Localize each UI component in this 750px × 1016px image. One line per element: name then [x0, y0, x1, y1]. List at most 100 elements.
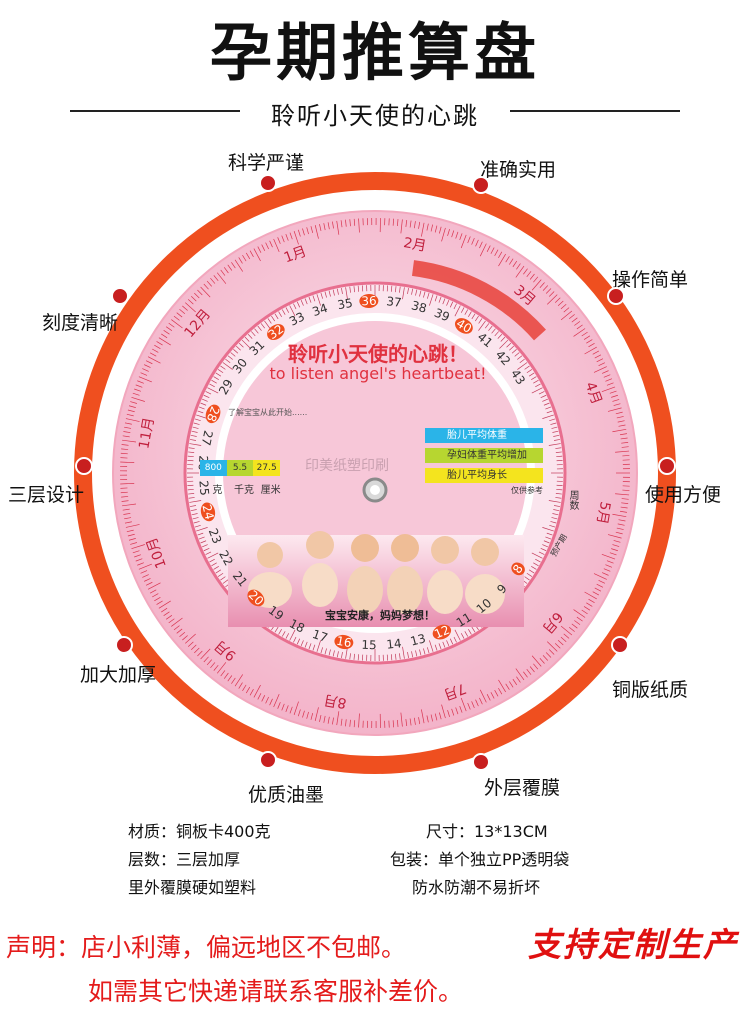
tick [205, 551, 212, 555]
tick [142, 574, 149, 578]
tick [588, 342, 595, 348]
tick [542, 285, 549, 291]
tick [190, 509, 197, 512]
unit-cm: 厘米 [260, 485, 281, 496]
tick [200, 286, 211, 298]
tick [551, 426, 558, 429]
tick [131, 397, 145, 402]
spec-material: 材质：铜板卡400克 [128, 822, 271, 841]
feature-dot [115, 636, 133, 654]
tick [289, 629, 296, 641]
tick [423, 291, 426, 298]
tick [316, 640, 321, 652]
tick [545, 652, 552, 658]
tick [568, 626, 575, 632]
tick [304, 641, 308, 648]
tick [217, 572, 224, 577]
tick [593, 366, 607, 373]
tick [316, 294, 321, 306]
feature-label: 加大加厚 [80, 664, 157, 686]
tick [271, 315, 276, 322]
tick [345, 219, 347, 227]
tick [449, 301, 454, 308]
tick [454, 629, 461, 641]
tick [439, 226, 442, 234]
tick [621, 498, 629, 500]
tick [121, 500, 129, 502]
tick [289, 305, 296, 317]
tick [225, 358, 231, 364]
custom-production-note: 支持定制生产 [528, 925, 738, 964]
tick [549, 418, 556, 421]
tick [213, 275, 219, 282]
feature-label: 准确实用 [480, 159, 557, 181]
tick [442, 298, 446, 305]
tick [615, 493, 630, 496]
tick [529, 273, 535, 280]
tick [319, 224, 322, 232]
tick [138, 563, 152, 570]
tick [453, 636, 457, 643]
tick [555, 493, 562, 495]
readout-fetal-length: 27.5 [253, 460, 281, 476]
tick [611, 394, 618, 398]
tick [535, 383, 541, 388]
tick [409, 220, 412, 228]
tick [516, 676, 521, 683]
tick [130, 542, 138, 545]
tick [285, 307, 290, 313]
readout-mother-weight: 5.5 [226, 460, 254, 476]
tick [419, 290, 422, 297]
tick [621, 446, 629, 448]
tick [285, 233, 289, 241]
tick [471, 313, 476, 320]
tick [603, 374, 611, 378]
tick [573, 328, 586, 337]
tick [140, 372, 148, 376]
tick [526, 668, 532, 675]
tick [459, 705, 463, 713]
tick [251, 331, 256, 337]
tick [257, 246, 262, 253]
tick [415, 650, 418, 657]
tick [453, 303, 457, 310]
tick [247, 333, 253, 339]
tick [556, 455, 563, 458]
tick [340, 220, 343, 228]
tick [441, 704, 446, 719]
tick [560, 304, 567, 310]
tick [336, 651, 339, 658]
tick [617, 523, 625, 526]
tick [189, 500, 202, 503]
tick [245, 252, 251, 260]
tick [618, 424, 626, 427]
tick [137, 380, 144, 384]
tick [176, 628, 183, 634]
tick [244, 336, 250, 342]
legend-item-fetal-length: 胎儿平均身长 [425, 468, 543, 483]
tick [216, 662, 227, 674]
tick [134, 388, 141, 392]
tick [546, 410, 553, 414]
tick [231, 262, 236, 269]
tick [163, 611, 170, 616]
tick [531, 552, 543, 559]
tick [149, 352, 157, 357]
tick [419, 649, 422, 656]
tick [125, 524, 140, 528]
tick [304, 298, 308, 305]
babies-figures [248, 531, 505, 614]
spec-film: 里外覆膜硬如塑料 [128, 878, 257, 897]
tick [612, 544, 620, 547]
tick [509, 345, 515, 351]
tick [220, 269, 226, 276]
tick [209, 558, 215, 563]
tick [486, 694, 491, 701]
tick [336, 288, 339, 295]
tick [123, 513, 131, 515]
tick [173, 315, 180, 321]
tick [460, 307, 465, 313]
tick [392, 218, 394, 226]
readout-window: 800 5.5 27.5 [200, 460, 281, 476]
tick [526, 369, 533, 374]
